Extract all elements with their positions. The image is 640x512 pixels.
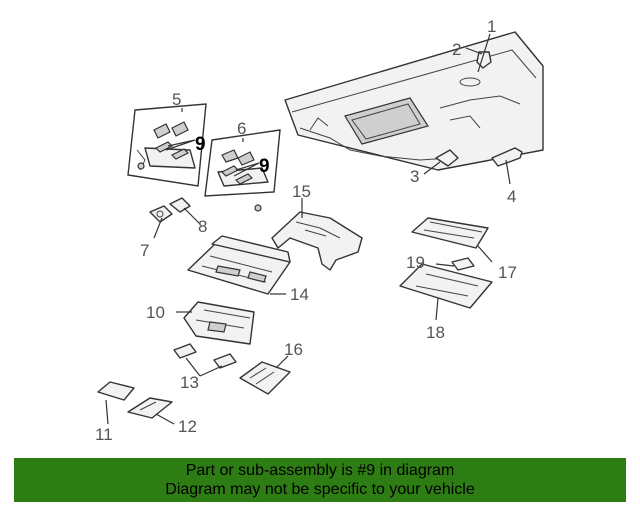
- bulb-part-19[interactable]: [451, 257, 475, 271]
- lens-part-11[interactable]: [97, 381, 135, 401]
- callout-2: 2: [452, 40, 461, 59]
- banner-line-1: Part or sub-assembly is #9 in diagram: [185, 462, 455, 479]
- callout-8: 8: [198, 217, 207, 236]
- callout-5: 5: [172, 90, 181, 109]
- callout-9b: 9: [259, 156, 270, 177]
- callout-13: 13: [180, 373, 199, 392]
- callout-4: 4: [507, 187, 516, 206]
- clip-part-9[interactable]: [154, 141, 254, 185]
- holder-part-8[interactable]: [169, 197, 191, 213]
- leader-lines: [105, 33, 511, 425]
- callout-15: 15: [292, 182, 311, 201]
- lens-part-18[interactable]: [399, 263, 493, 309]
- callout-12: 12: [178, 417, 197, 436]
- callout-1: 1: [487, 17, 496, 36]
- callout-17: 17: [498, 263, 517, 282]
- callout-6: 6: [237, 119, 246, 138]
- info-banner: Part or sub-assembly is #9 in diagram Di…: [14, 458, 626, 502]
- callout-18: 18: [426, 323, 445, 342]
- bracket-part-15[interactable]: [271, 211, 363, 271]
- callout-14: 14: [290, 285, 309, 304]
- lamp-part-12[interactable]: [127, 397, 173, 419]
- hook-part-4[interactable]: [491, 147, 523, 167]
- callout-16: 16: [284, 340, 303, 359]
- callout-7: 7: [140, 241, 149, 260]
- parts-diagram: 1 2 3 4 5 6 7 8 9 9 10 11 12 13 14 15 16…: [95, 17, 544, 444]
- banner-line-2: Diagram may not be specific to your vehi…: [165, 481, 475, 498]
- bracket-part-7[interactable]: [149, 205, 173, 223]
- callout-11: 11: [95, 425, 113, 444]
- callout-19: 19: [406, 253, 425, 272]
- callout-10: 10: [146, 303, 165, 322]
- callout-9a: 9: [195, 134, 206, 155]
- bulb-part-13[interactable]: [173, 343, 237, 369]
- callout-3: 3: [410, 167, 419, 186]
- grab-handle-clip-part-3[interactable]: [435, 149, 459, 167]
- console-part-14[interactable]: [187, 235, 291, 295]
- module-part-16[interactable]: [239, 361, 291, 395]
- map-light-part-10[interactable]: [183, 301, 255, 345]
- console-part-17[interactable]: [411, 217, 489, 249]
- headliner-part-1[interactable]: [284, 31, 544, 171]
